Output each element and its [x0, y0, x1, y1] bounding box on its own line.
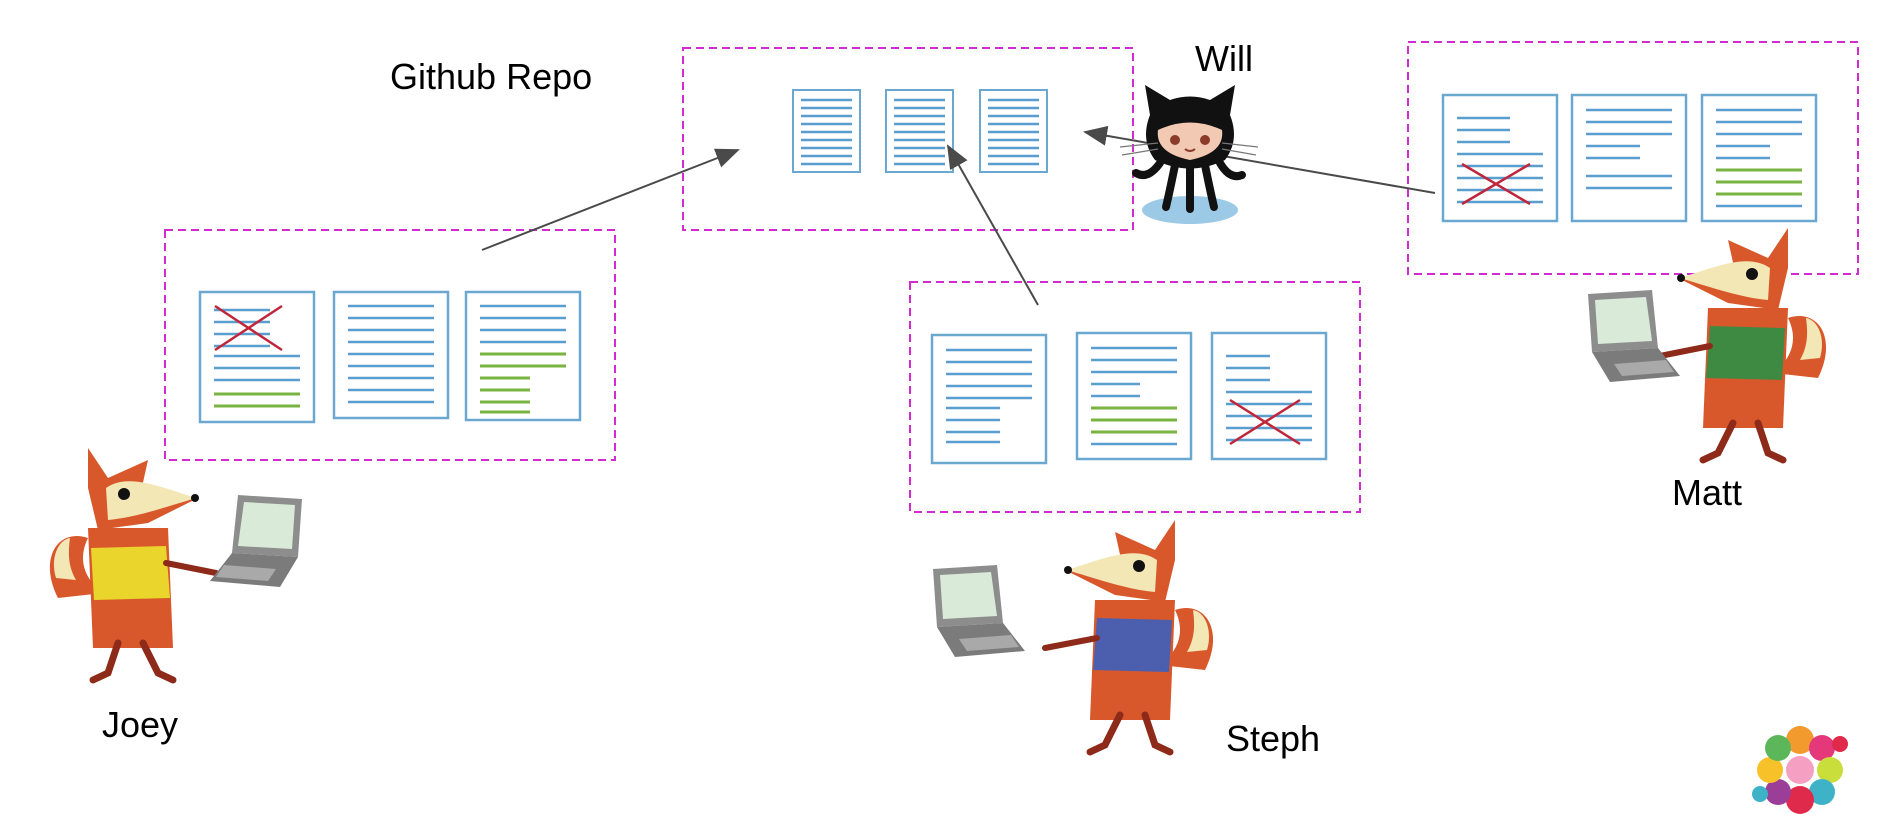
repo-box: [682, 47, 1134, 231]
document-icon: [1441, 93, 1559, 223]
strike-x-icon: [1229, 398, 1301, 446]
fox-icon: [1042, 520, 1213, 752]
laptop-icon: [933, 565, 1025, 657]
document-icon: [464, 290, 582, 422]
document-icon: [930, 333, 1048, 465]
document-icon: [1570, 93, 1688, 223]
logo-icon: [1752, 726, 1848, 814]
steph-documents: [930, 331, 1328, 465]
steph-box: [909, 281, 1361, 513]
document-icon: [792, 89, 861, 173]
will-label: Will: [1195, 38, 1253, 79]
document-icon: [885, 89, 954, 173]
octocat-icon: [1119, 85, 1259, 224]
matt-label: Matt: [1672, 472, 1743, 513]
arrow-matt-to-repo: [1083, 125, 1436, 194]
document-icon: [198, 290, 316, 424]
matt-box: [1407, 41, 1859, 275]
document-icon: [979, 89, 1048, 173]
steph-label: Steph: [1226, 718, 1321, 759]
document-icon: [1210, 331, 1328, 461]
document-icon: [1075, 331, 1193, 461]
fox-icon: [1657, 228, 1826, 460]
document-icon: [332, 290, 450, 420]
laptop-icon: [210, 495, 302, 587]
strike-x-icon: [214, 304, 283, 352]
joey-label: Joey: [102, 704, 179, 745]
arrow-joey-to-repo: [481, 148, 740, 251]
fox-icon: [50, 448, 219, 680]
matt-documents: [1441, 93, 1818, 223]
repo-documents: [792, 89, 1048, 173]
repo-label: Github Repo: [390, 56, 593, 97]
laptop-icon: [1588, 290, 1680, 382]
strike-x-icon: [1461, 162, 1531, 206]
arrow-steph-to-repo: [947, 144, 1039, 306]
document-icon: [1700, 93, 1818, 223]
joey-documents: [198, 290, 582, 424]
joey-box: [164, 229, 616, 461]
